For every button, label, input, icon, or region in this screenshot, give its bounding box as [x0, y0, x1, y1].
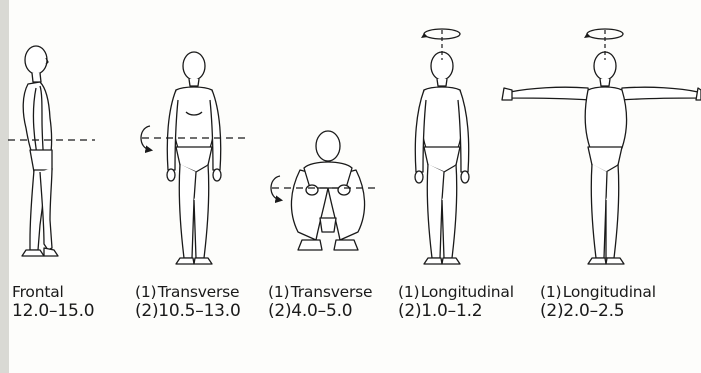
marker-2: (2) — [268, 302, 286, 321]
axis-name: Transverse — [291, 283, 373, 301]
page-edge-shadow — [0, 0, 9, 373]
marker-1: (1) — [135, 283, 153, 302]
figure-transverse-standing — [167, 52, 221, 264]
moment-range: 10.5–13.0 — [158, 301, 240, 321]
moment-range: 1.0–1.2 — [421, 301, 482, 321]
label-transverse-2: (1) Transverse (2) 4.0–5.0 — [268, 283, 372, 321]
marker-2: (2) — [135, 302, 153, 321]
label-longitudinal-1: (1) Longitudinal (2) 1.0–1.2 — [398, 283, 514, 321]
axis-name: Frontal — [12, 283, 94, 302]
axis-name: Transverse — [158, 283, 240, 301]
figure-longitudinal-arms-out — [502, 52, 701, 264]
axis-name: Longitudinal — [421, 283, 514, 301]
moment-range: 12.0–15.0 — [12, 302, 94, 321]
marker-1: (1) — [398, 283, 416, 302]
label-longitudinal-2: (1) Longitudinal (2) 2.0–2.5 — [540, 283, 656, 321]
marker-1: (1) — [540, 283, 558, 302]
figure-longitudinal-arms-down — [415, 52, 469, 264]
moment-range: 2.0–2.5 — [563, 301, 624, 321]
marker-2: (2) — [398, 302, 416, 321]
label-frontal: Frontal 12.0–15.0 — [12, 283, 94, 321]
axis-name: Longitudinal — [563, 283, 656, 301]
figure-transverse-crouching — [291, 131, 364, 250]
label-transverse-1: (1) Transverse (2) 10.5–13.0 — [135, 283, 241, 321]
moment-range: 4.0–5.0 — [291, 301, 352, 321]
marker-1: (1) — [268, 283, 286, 302]
figure-frontal-side-view — [22, 46, 58, 256]
marker-2: (2) — [540, 302, 558, 321]
